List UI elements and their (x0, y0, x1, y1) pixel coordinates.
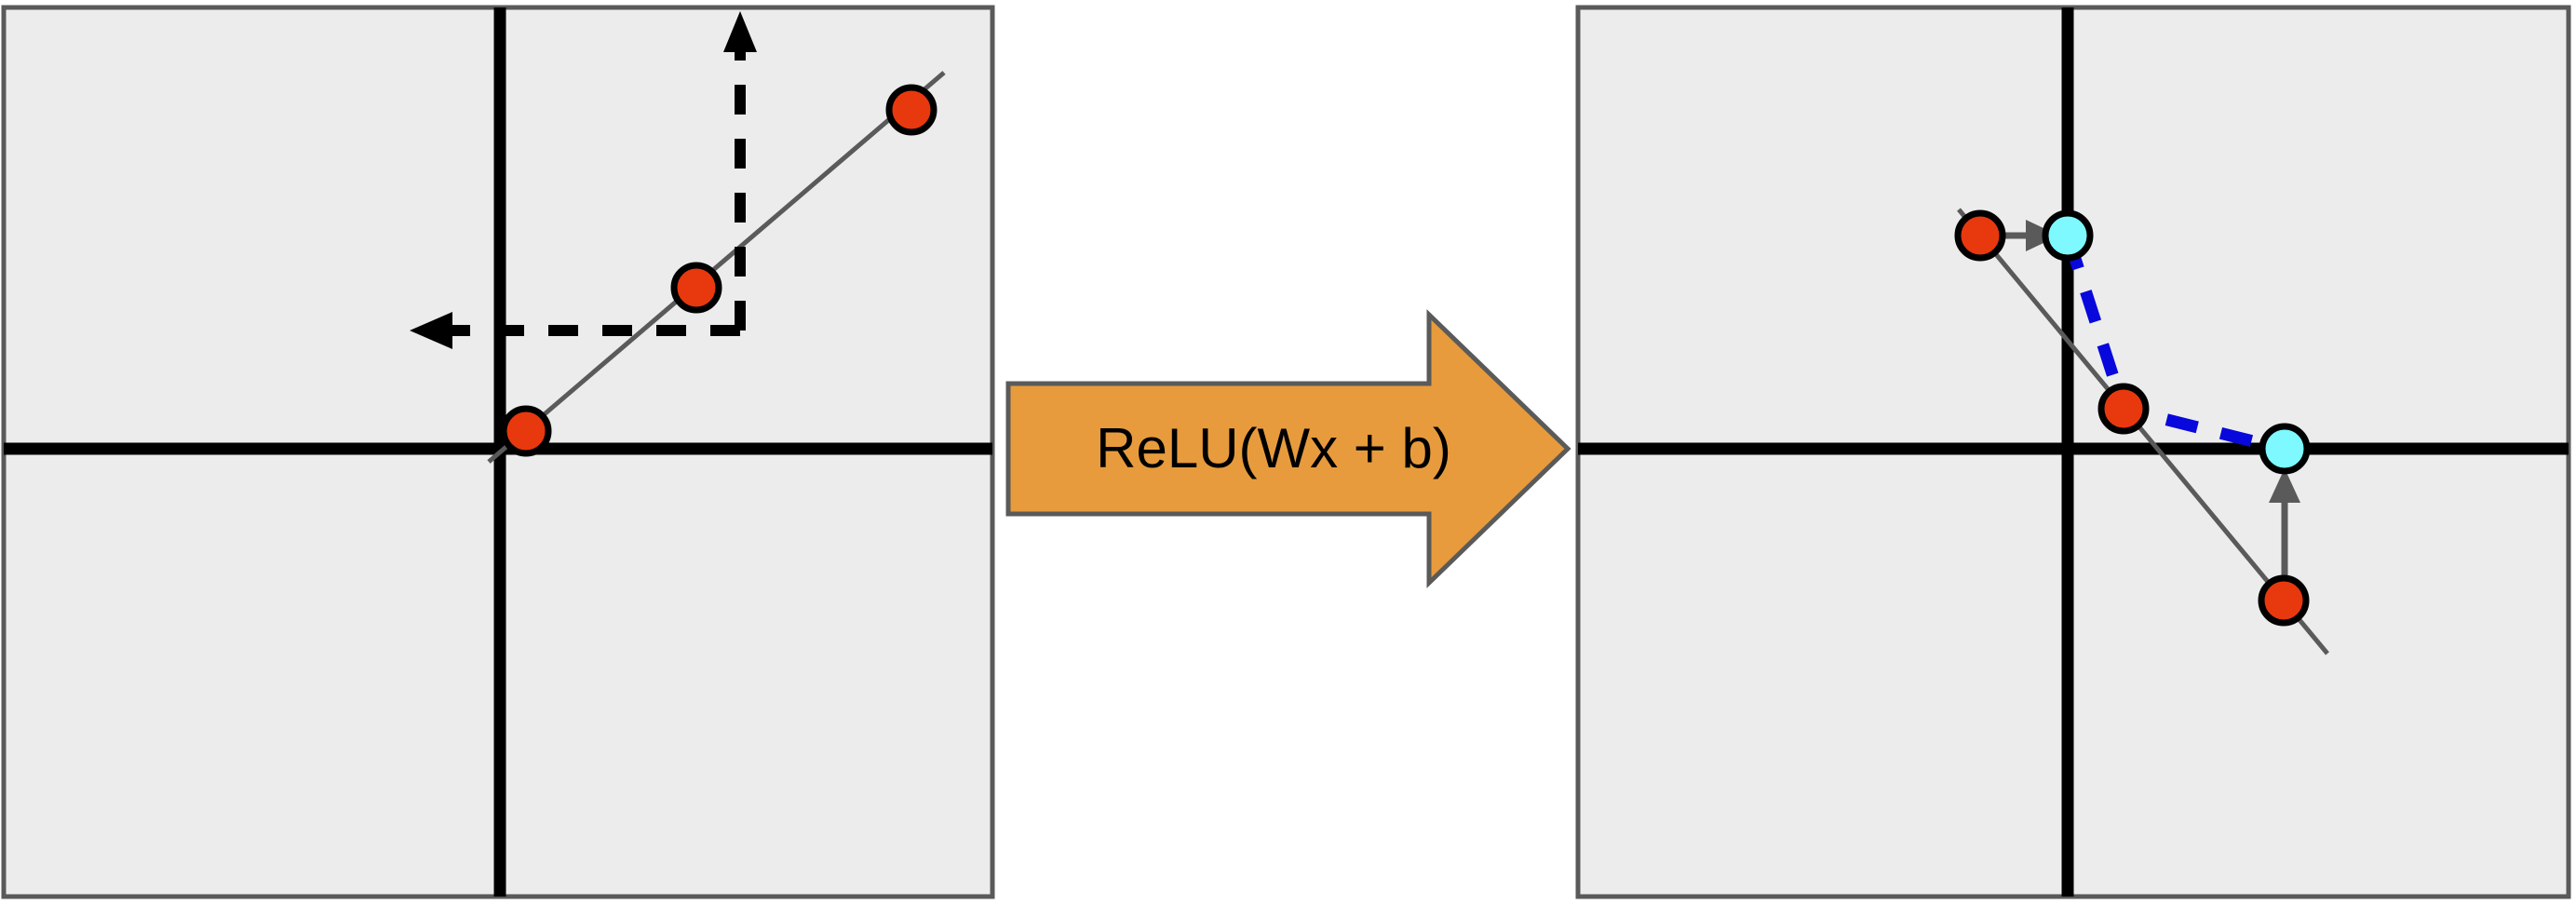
preactivation-point[interactable] (2258, 574, 2310, 627)
clamp-y-arrowhead-icon (2269, 468, 2300, 503)
horizontal-basis-arrowhead-icon (410, 312, 452, 349)
activated-point[interactable] (2097, 383, 2150, 435)
relu-arrow-label: ReLU(Wx + b) (1096, 417, 1451, 479)
input-point[interactable] (885, 84, 937, 136)
input-space-panel (1, 5, 995, 899)
output-space-panel (1575, 5, 2571, 899)
input-point[interactable] (500, 405, 552, 457)
left-data-line (487, 71, 946, 464)
vertical-basis-arrowhead-icon (723, 11, 757, 52)
block-arrow-shape (1005, 309, 1571, 588)
input-point[interactable] (670, 262, 722, 314)
preactivation-point[interactable] (1954, 209, 2006, 262)
activated-point[interactable] (2042, 209, 2094, 262)
relu-transform-arrow[interactable]: ReLU(Wx + b) (1005, 309, 1571, 588)
right-data-line (1957, 208, 2329, 655)
activated-point[interactable] (2259, 423, 2311, 475)
